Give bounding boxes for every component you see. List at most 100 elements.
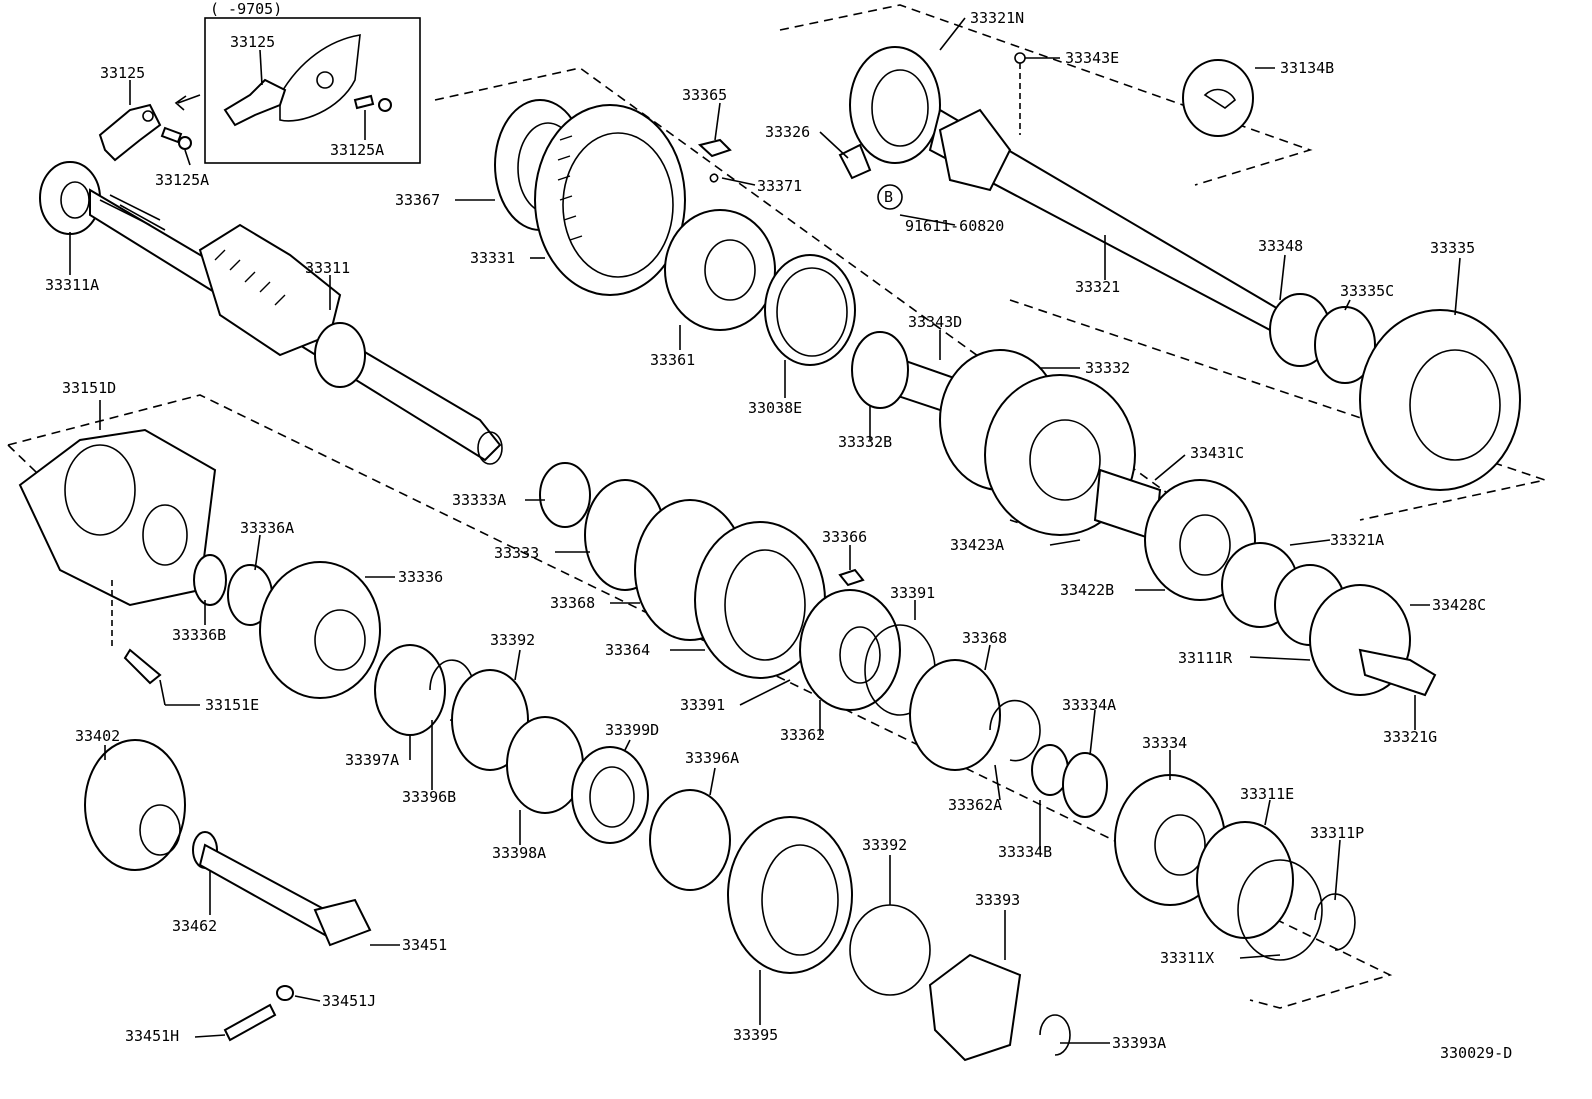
key-33366 <box>838 568 865 587</box>
label-33462: 33462 <box>172 917 217 935</box>
bearing-33332B <box>851 331 909 409</box>
label-33321G: 33321G <box>1383 728 1437 746</box>
gear-33334-bore <box>1154 814 1206 876</box>
label-33399D: 33399D <box>605 721 659 739</box>
label-33396A: 33396A <box>685 749 739 767</box>
label-33371: 33371 <box>757 177 802 195</box>
label-33336: 33336 <box>398 568 443 586</box>
gear-33335 <box>1359 309 1521 491</box>
label-33428C: 33428C <box>1432 596 1486 614</box>
label-33365: 33365 <box>682 86 727 104</box>
shaft-33451 <box>198 843 337 937</box>
spring-33371 <box>709 173 719 183</box>
nut-33321G <box>1358 648 1437 697</box>
shift-lever-hole <box>142 110 154 122</box>
label-33391-lower: 33391 <box>680 696 725 714</box>
label-33334: 33334 <box>1142 734 1187 752</box>
label-33332: 33332 <box>1085 359 1130 377</box>
label-33336B: 33336B <box>172 626 226 644</box>
shaft-33451-end <box>313 898 372 947</box>
sleeve-33395-bore <box>761 844 839 956</box>
sleeve-33395 <box>727 816 853 974</box>
label-33451H: 33451H <box>125 1027 179 1045</box>
countershaft-33343D <box>851 331 1437 697</box>
label-33311P: 33311P <box>1310 824 1364 842</box>
lower-group-outline <box>7 394 1393 1009</box>
inset-bolt <box>353 94 375 110</box>
part-labels: 33125 33125 33125A 33125A 33311A 33311 3… <box>45 9 1512 1062</box>
label-33396B: 33396B <box>402 788 456 806</box>
label-33395: 33395 <box>733 1026 778 1044</box>
spring-33392 <box>849 904 931 996</box>
label-33321A: 33321A <box>1330 531 1384 549</box>
label-33311X: 33311X <box>1160 949 1214 967</box>
gear-33422B-bore <box>1179 514 1231 576</box>
snap-ring-33362A <box>989 699 1041 762</box>
sleeve-33331-bore <box>562 132 674 278</box>
label-33368-lower: 33368 <box>962 629 1007 647</box>
bearing-retainer-33151D <box>18 428 381 699</box>
label-91611-60820: 91611-60820 <box>905 217 1004 235</box>
label-33321: 33321 <box>1075 278 1120 296</box>
synchro-group <box>539 462 1356 961</box>
cover-33134B <box>1182 59 1254 137</box>
input-shaft-tip <box>477 431 503 465</box>
shift-lever-housing <box>279 34 361 122</box>
label-33392-upper: 33392 <box>490 631 535 649</box>
retainer-hole-1 <box>64 444 136 536</box>
output-right-group-outline <box>1009 299 1549 521</box>
countershaft-gears <box>494 99 856 366</box>
label-33398A: 33398A <box>492 844 546 862</box>
gear-33402-bore <box>139 804 181 856</box>
label-33431C: 33431C <box>1190 444 1244 462</box>
callout-circle-B <box>877 184 903 210</box>
label-33348: 33348 <box>1258 237 1303 255</box>
ring-33399D-inner <box>589 766 635 828</box>
label-33361: 33361 <box>650 351 695 369</box>
output-shaft-33321: B <box>838 46 1521 491</box>
bolt-33151E <box>123 648 162 685</box>
label-33333: 33333 <box>494 544 539 562</box>
label-33326: 33326 <box>765 123 810 141</box>
hub-33361 <box>664 209 776 331</box>
label-33422B: 33422B <box>1060 581 1114 599</box>
label-33402: 33402 <box>75 727 120 745</box>
reverse-idler <box>84 739 372 1042</box>
bearing-33334A <box>1062 752 1108 818</box>
label-33331: 33331 <box>470 249 515 267</box>
input-shaft-splines <box>99 194 166 231</box>
lever-bolt-head <box>178 136 192 150</box>
bearing-33335C <box>1314 306 1376 384</box>
label-33391-upper: 33391 <box>890 584 935 602</box>
label-33362: 33362 <box>780 726 825 744</box>
label-33362A: 33362A <box>948 796 1002 814</box>
label-33335: 33335 <box>1430 239 1475 257</box>
hub-33362 <box>799 589 901 711</box>
label-33451: 33451 <box>402 936 447 954</box>
label-33151D: 33151D <box>62 379 116 397</box>
ring-33397A <box>374 644 446 736</box>
label-33368-upper: 33368 <box>550 594 595 612</box>
snap-ring-33393A <box>1039 1014 1071 1056</box>
input-shaft-33311 <box>39 161 503 465</box>
lower-synchro-group <box>374 644 1071 1062</box>
inset-bolt-head <box>378 98 392 112</box>
bearing-33333A <box>539 462 591 528</box>
label-33311: 33311 <box>305 259 350 277</box>
inset-caption: ( -9705) <box>210 0 282 18</box>
label-33423A: 33423A <box>950 536 1004 554</box>
output-shaft-gear <box>938 108 1012 192</box>
gear-33336-bore <box>314 609 366 671</box>
diagram-code: 330029-D <box>1440 1044 1512 1062</box>
bolt-33451H <box>223 1003 277 1042</box>
label-33343E: 33343E <box>1065 49 1119 67</box>
label-33343D: 33343D <box>908 313 962 331</box>
label-33366: 33366 <box>822 528 867 546</box>
bearing-33311E <box>1196 821 1294 939</box>
hub-33393 <box>928 953 1022 1062</box>
gasket-33451J <box>276 985 294 1001</box>
ring-33396A <box>649 789 731 891</box>
ring-33038E-inner <box>776 267 848 357</box>
